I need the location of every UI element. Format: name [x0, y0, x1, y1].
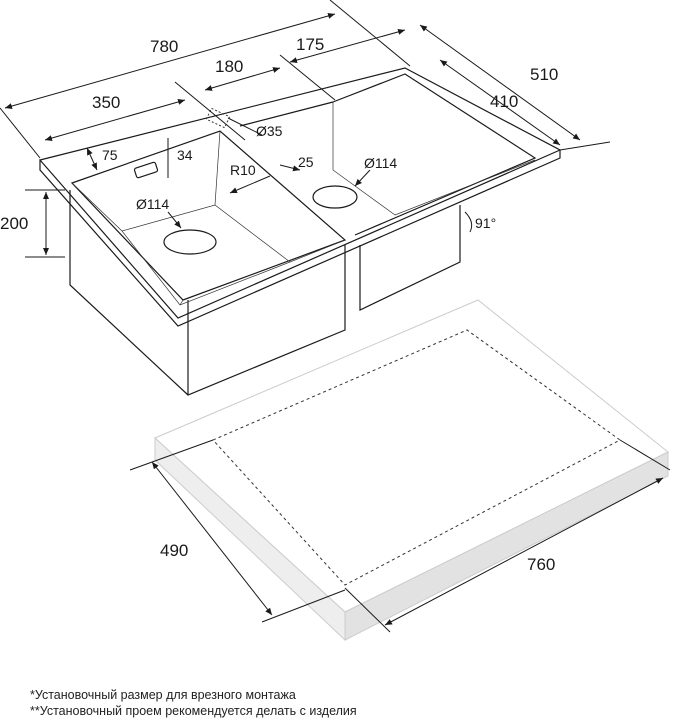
dim-180: 180 [215, 57, 243, 76]
dim-34: 34 [177, 147, 193, 163]
footnotes: *Установочный размер для врезного монтаж… [30, 687, 357, 719]
dim-tap-hole: Ø35 [256, 123, 283, 139]
dim-200: 200 [0, 214, 28, 233]
cutout-frame [154, 299, 669, 642]
dim-drain-left: Ø114 [136, 196, 169, 212]
dim-490: 490 [160, 541, 188, 560]
dim-75: 75 [102, 147, 118, 163]
dim-r10: R10 [230, 162, 256, 178]
dim-angle: 91° [475, 215, 496, 231]
dim-350: 350 [92, 93, 120, 112]
dim-175: 175 [296, 35, 324, 54]
dim-780: 780 [150, 37, 178, 56]
note-1: *Установочный размер для врезного монтаж… [30, 688, 296, 702]
note-2: **Установочный проем рекомендуется делат… [30, 704, 357, 718]
dim-510: 510 [530, 65, 558, 84]
dim-760: 760 [527, 555, 555, 574]
sink-body [38, 67, 562, 396]
dim-410: 410 [490, 92, 518, 111]
dimension-lines [0, 0, 611, 258]
dim-drain-right: Ø114 [364, 155, 397, 171]
dim-25: 25 [298, 154, 314, 170]
